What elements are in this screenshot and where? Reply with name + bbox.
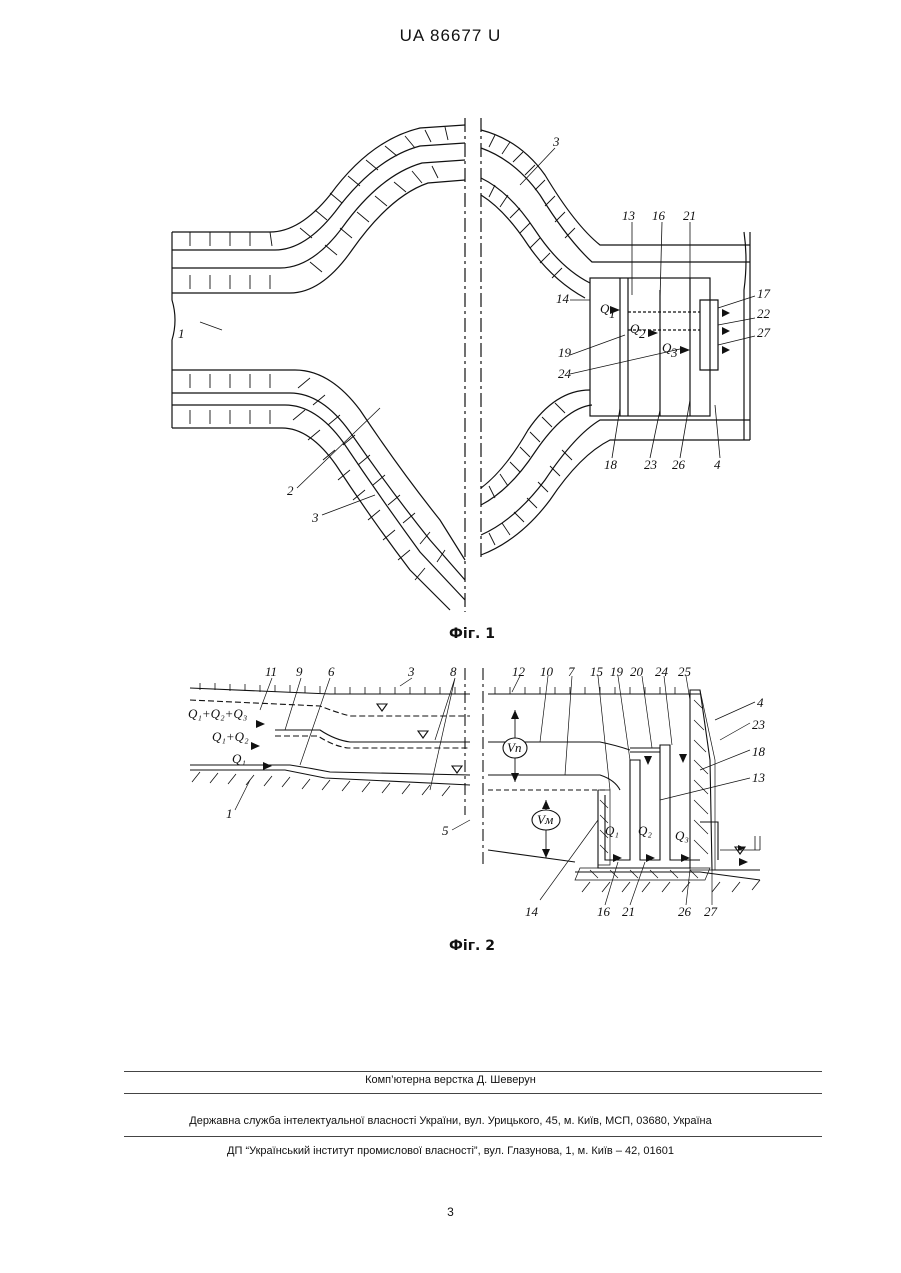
patent-number-header: UA 86677 U: [0, 26, 901, 46]
flow-label-q1: Q₁: [232, 751, 246, 766]
f2-label-5: 5: [442, 823, 449, 838]
flow-label-q123: Q₁+Q₂+Q₃: [188, 706, 247, 721]
layout-credit: Комп’ютерна верстка Д. Шеверун: [0, 1074, 901, 1086]
f2-label-10: 10: [540, 664, 554, 679]
label-4: 4: [714, 457, 721, 472]
label-3a: 3: [311, 510, 319, 525]
f2-label-27: 27: [704, 904, 718, 919]
label-21: 21: [683, 208, 696, 223]
label-24: 24: [558, 366, 572, 381]
footer-divider: [124, 1093, 822, 1094]
footer-divider: [124, 1071, 822, 1072]
label-2: 2: [287, 483, 294, 498]
institute-address: ДП “Український інститут промислової вла…: [0, 1145, 901, 1157]
label-13: 13: [622, 208, 636, 223]
label-1: 1: [178, 326, 185, 341]
canal-bank-line: [172, 125, 465, 232]
f2-label-20: 20: [630, 664, 644, 679]
label-23: 23: [644, 457, 658, 472]
f2-label-23: 23: [752, 717, 766, 732]
f2-label-25: 25: [678, 664, 692, 679]
f2-q2-label: Q₂: [638, 823, 652, 838]
f2-q1-label: Q₁: [605, 823, 619, 838]
label-16: 16: [652, 208, 666, 223]
f2-label-11: 11: [265, 664, 277, 679]
f2-label-18: 18: [752, 744, 766, 759]
figure-2-caption: Фіг. 2: [412, 938, 532, 954]
velocity-vm-label: Vм: [537, 812, 553, 827]
q2-label: Q: [630, 321, 640, 336]
f2-label-14: 14: [525, 904, 539, 919]
page-number: 3: [0, 1205, 901, 1219]
q3-label: Q: [662, 340, 672, 355]
label-17: 17: [757, 286, 771, 301]
f2-label-16: 16: [597, 904, 611, 919]
f2-label-24: 24: [655, 664, 669, 679]
label-27: 27: [757, 325, 771, 340]
footer-divider: [124, 1136, 822, 1137]
velocity-vn-label: Vп: [507, 740, 521, 755]
f2-label-13: 13: [752, 770, 766, 785]
f2-label-1: 1: [226, 806, 233, 821]
f2-label-26: 26: [678, 904, 692, 919]
label-18: 18: [604, 457, 618, 472]
f2-label-12: 12: [512, 664, 526, 679]
f2-label-21: 21: [622, 904, 635, 919]
f2-q3-label: Q₃: [675, 828, 689, 843]
figure-1-caption: Фіг. 1: [412, 626, 532, 642]
q2-subscript: 2: [639, 326, 646, 341]
f2-label-15: 15: [590, 664, 604, 679]
label-22: 22: [757, 306, 771, 321]
f2-label-19: 19: [610, 664, 624, 679]
publisher-address: Державна служба інтелектуальної власност…: [0, 1115, 901, 1127]
label-19: 19: [558, 345, 572, 360]
q3-subscript: 3: [670, 345, 678, 360]
f2-label-8: 8: [450, 664, 457, 679]
label-14: 14: [556, 291, 570, 306]
q1-subscript: 1: [609, 306, 616, 321]
flow-label-q12: Q₁+Q₂: [212, 729, 249, 744]
f2-label-3: 3: [407, 664, 415, 679]
label-26: 26: [672, 457, 686, 472]
label-3b: 3: [552, 134, 560, 149]
q1-label: Q: [600, 301, 610, 316]
f2-label-4: 4: [757, 695, 764, 710]
f2-label-9: 9: [296, 664, 303, 679]
flow-arrow-icon: [610, 306, 620, 314]
f2-label-6: 6: [328, 664, 335, 679]
f2-label-7: 7: [568, 664, 575, 679]
